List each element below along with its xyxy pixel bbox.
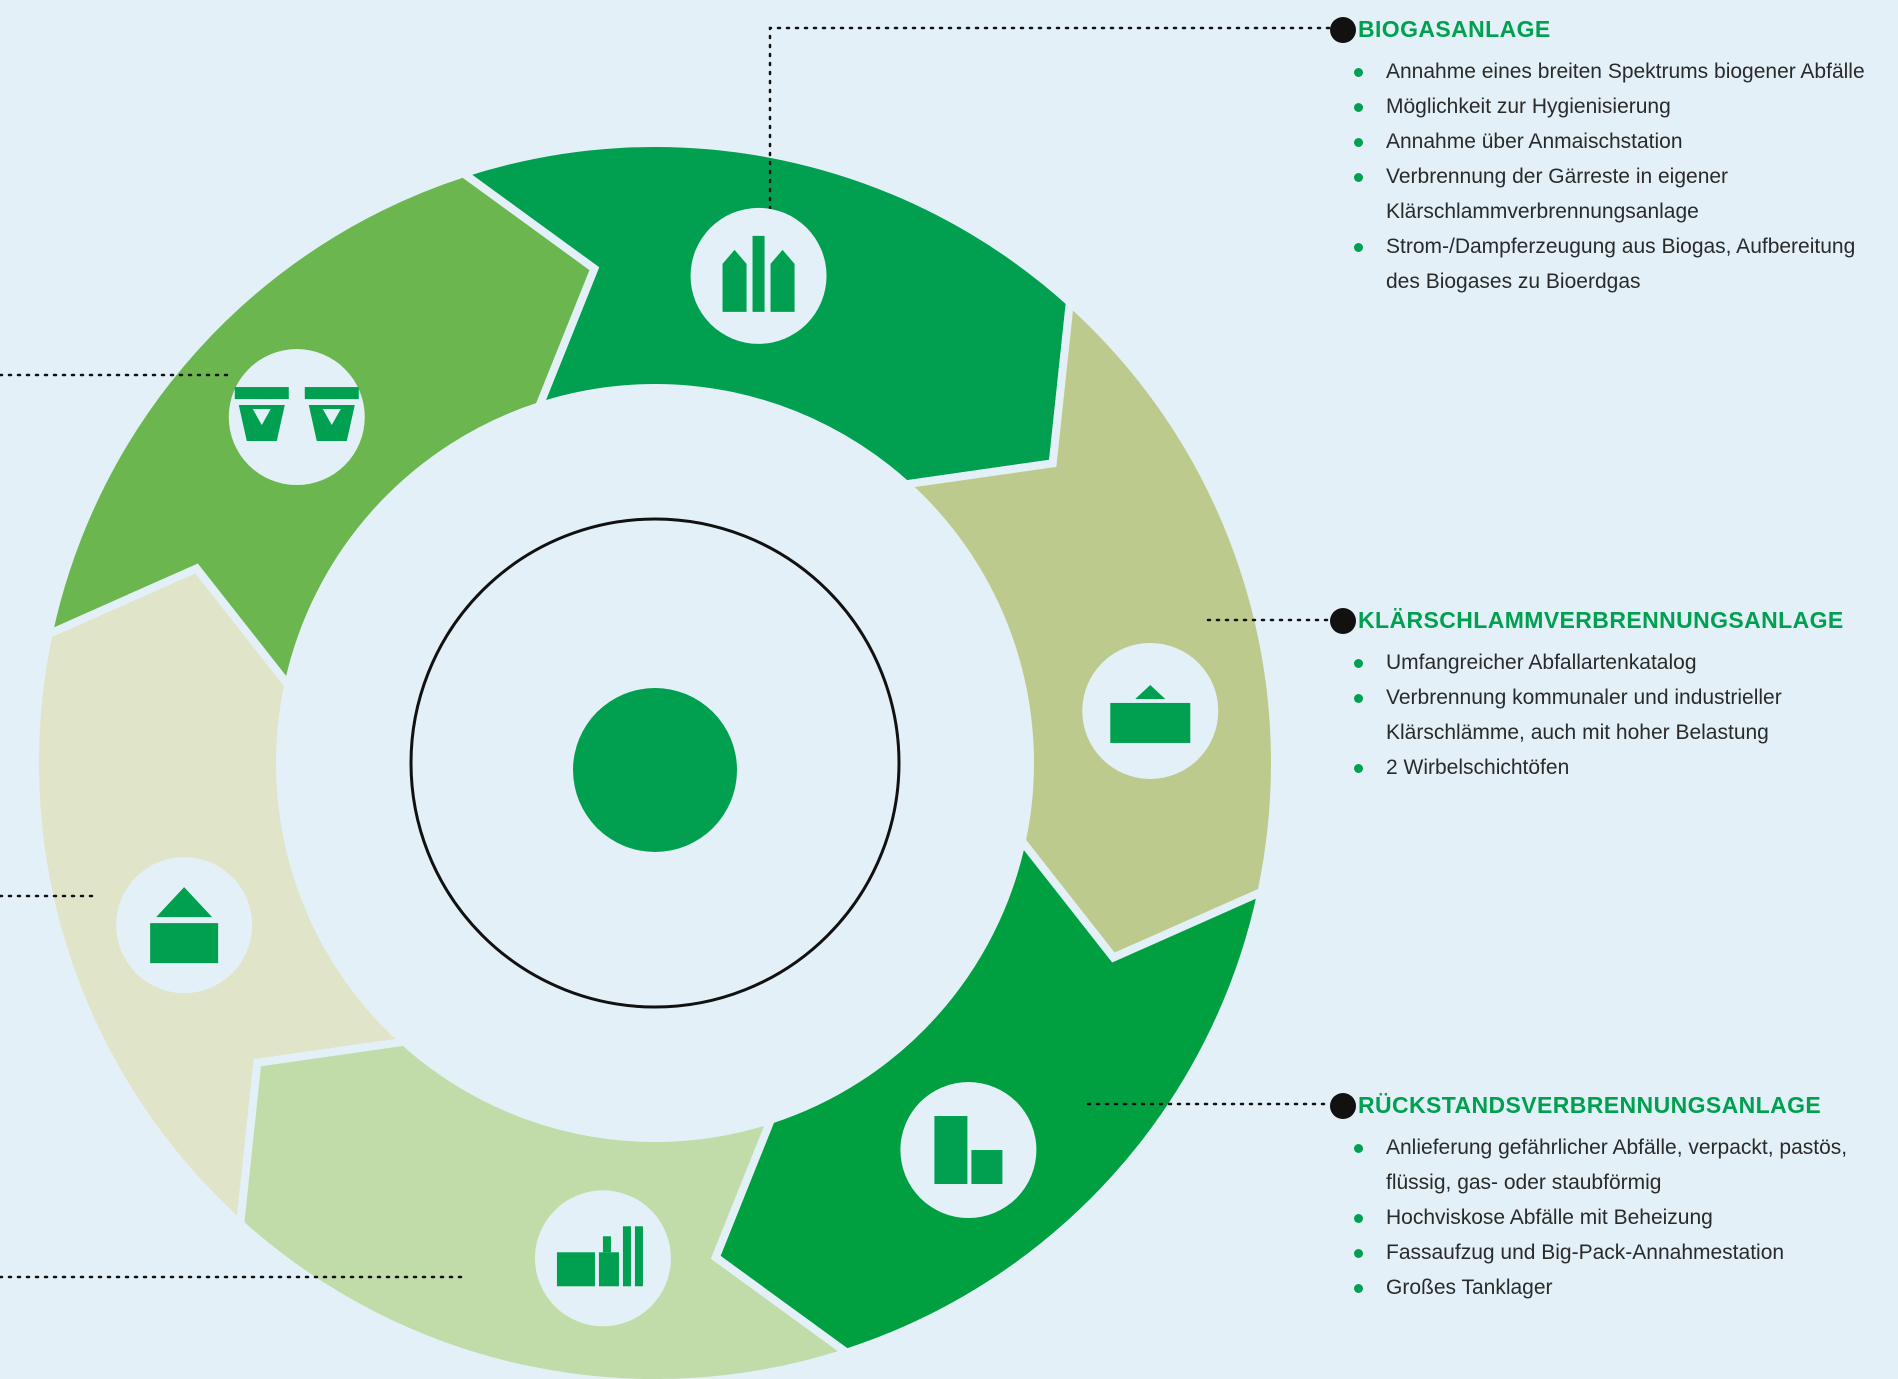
panel-rueckstand: RÜCKSTANDSVERBRENNUNGSANLAGE Anlieferung… [1330, 1088, 1890, 1305]
list-item: Verbrennung der Gärreste in eigener Klär… [1354, 159, 1890, 229]
residue-incineration-icon [900, 1082, 1037, 1219]
feature-list: Umfangreicher Abfallartenkatalog Verbren… [1330, 645, 1890, 785]
list-item: Umfangreicher Abfallartenkatalog [1354, 645, 1890, 680]
list-item: Fassaufzug und Big-Pack-Annahmestation [1354, 1235, 1890, 1270]
connector-biogas [768, 26, 1332, 220]
container-icon [228, 349, 365, 486]
list-item: Strom-/Dampferzeugung aus Biogas, Aufber… [1354, 229, 1890, 299]
panel-biogas: BIOGASANLAGE Annahme eines breiten Spekt… [1330, 12, 1890, 299]
list-item: Annahme über Anmaischstation [1354, 124, 1890, 159]
center-ring [409, 517, 901, 1009]
feature-list: Anlieferung gefährlicher Abfälle, verpac… [1330, 1130, 1890, 1305]
marker-dot [1330, 1093, 1356, 1119]
marker-dot [1330, 17, 1356, 43]
list-item: Möglichkeit zur Hygienisierung [1354, 89, 1890, 124]
center-dot [573, 688, 737, 852]
panel-title: KLÄRSCHLAMMVERBRENNUNGSANLAGE [1358, 607, 1844, 633]
list-item: Annahme eines breiten Spektrums biogener… [1354, 54, 1890, 89]
panel-klaerschlamm: KLÄRSCHLAMMVERBRENNUNGSANLAGE Umfangreic… [1330, 603, 1890, 785]
panel-title: BIOGASANLAGE [1358, 16, 1551, 42]
sludge-incineration-icon [1082, 642, 1219, 779]
list-item: Hochviskose Abfälle mit Beheizung [1354, 1200, 1890, 1235]
list-item: 2 Wirbelschichtöfen [1354, 750, 1890, 785]
industrial-plant-icon [534, 1190, 671, 1327]
panel-title: RÜCKSTANDSVERBRENNUNGSANLAGE [1358, 1092, 1822, 1118]
biogas-plant-icon [690, 207, 827, 344]
list-item: Verbrennung kommunaler und industrieller… [1354, 680, 1890, 750]
feature-list: Annahme eines breiten Spektrums biogener… [1330, 54, 1890, 299]
list-item: Großes Tanklager [1354, 1270, 1890, 1305]
marker-dot [1330, 608, 1356, 634]
building-icon [116, 857, 253, 994]
connector-lines [0, 26, 1332, 1279]
segment-icons [116, 207, 1219, 1327]
list-item: Anlieferung gefährlicher Abfälle, verpac… [1354, 1130, 1890, 1200]
